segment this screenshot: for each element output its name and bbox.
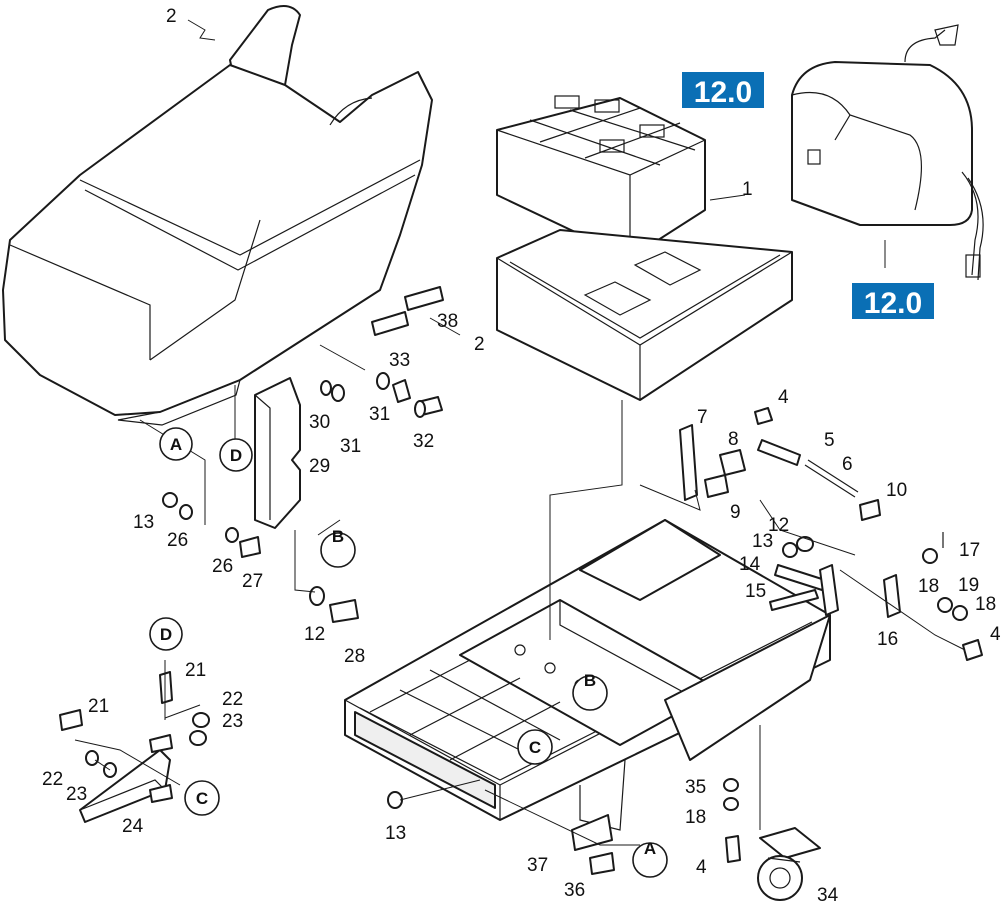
bracket xyxy=(254,377,301,529)
svg-text:A: A xyxy=(644,839,656,858)
callout-16: 16 xyxy=(877,629,898,650)
callout-1: 1 xyxy=(742,179,753,200)
callout-18-c: 18 xyxy=(685,807,706,828)
callout-18-a: 18 xyxy=(918,576,939,597)
callout-30: 30 xyxy=(309,412,330,433)
mounting-hardware xyxy=(679,407,983,661)
callout-19: 19 xyxy=(958,575,979,596)
svg-text:C: C xyxy=(196,789,208,808)
ref-mark-a-lower: A xyxy=(632,839,668,878)
charger xyxy=(791,24,984,281)
callout-17: 17 xyxy=(959,540,980,561)
callout-22-a: 22 xyxy=(222,689,243,710)
callout-23-a: 23 xyxy=(222,711,243,732)
callout-38: 38 xyxy=(437,311,458,332)
section-badge-charger-text: 12.0 xyxy=(864,287,922,320)
callout-4-top: 4 xyxy=(778,387,789,408)
callout-9: 9 xyxy=(730,502,741,523)
ref-mark-d-upper: D xyxy=(219,438,253,472)
callout-7: 7 xyxy=(697,407,708,428)
callout-2-label: 2 xyxy=(474,334,485,355)
reference-marks: A D B D C B C A xyxy=(149,427,668,878)
ref-mark-a-upper: A xyxy=(159,427,193,461)
callout-34: 34 xyxy=(817,885,839,906)
callout-36: 36 xyxy=(564,880,585,901)
callout-6: 6 xyxy=(842,454,853,475)
callout-4-right: 4 xyxy=(990,624,1001,645)
callout-12-left: 12 xyxy=(304,624,325,645)
ref-mark-d-lower: D xyxy=(149,617,183,651)
callout-13-left: 13 xyxy=(133,512,154,533)
ref-mark-b-bracket: B xyxy=(320,527,356,568)
callout-27: 27 xyxy=(242,571,263,592)
section-badge-battery[interactable]: 12.0 xyxy=(682,72,764,109)
callout-13-right: 13 xyxy=(752,531,773,552)
left-bracket xyxy=(79,734,173,823)
label-plates xyxy=(371,286,444,336)
callout-31-a: 31 xyxy=(369,404,390,425)
callout-5: 5 xyxy=(824,430,835,451)
hood-hardware xyxy=(320,372,443,418)
callout-10: 10 xyxy=(886,480,907,501)
section-badge-battery-text: 12.0 xyxy=(694,76,752,109)
callout-15: 15 xyxy=(745,581,766,602)
svg-text:B: B xyxy=(332,527,344,546)
callout-4-bottom: 4 xyxy=(696,857,707,878)
callout-29: 29 xyxy=(309,456,330,477)
callout-28: 28 xyxy=(344,646,365,667)
callout-21-b: 21 xyxy=(88,696,109,717)
callout-32: 32 xyxy=(413,431,434,452)
callout-35: 35 xyxy=(685,777,706,798)
callout-26-a: 26 xyxy=(167,530,188,551)
callout-13-bottom: 13 xyxy=(385,823,406,844)
svg-text:C: C xyxy=(529,738,541,757)
callout-2-top: 2 xyxy=(166,6,177,27)
ref-mark-c-frame: C xyxy=(517,729,553,765)
callout-23-b: 23 xyxy=(66,784,87,805)
svg-text:A: A xyxy=(170,435,182,454)
small-hardware xyxy=(59,492,615,875)
chassis-frame xyxy=(344,519,831,831)
battery-tray xyxy=(496,229,793,401)
callout-33: 33 xyxy=(389,350,410,371)
callout-8: 8 xyxy=(728,429,739,450)
callout-22-b: 22 xyxy=(42,769,63,790)
hood-cover xyxy=(2,5,433,426)
part-callouts: 2 1 38 2 33 30 31 31 32 29 13 26 26 27 1… xyxy=(42,6,1001,906)
svg-text:D: D xyxy=(230,446,242,465)
ref-mark-c-bracket: C xyxy=(184,780,220,816)
callout-18-b: 18 xyxy=(975,594,996,615)
leader-lines xyxy=(74,19,966,846)
callout-37: 37 xyxy=(527,855,548,876)
ref-mark-b-frame: B xyxy=(572,671,608,711)
caster-wheel xyxy=(723,778,821,901)
callout-26-b: 26 xyxy=(212,556,233,577)
callout-12-right: 12 xyxy=(768,515,789,536)
svg-text:D: D xyxy=(160,625,172,644)
callout-31-b: 31 xyxy=(340,436,361,457)
callout-24: 24 xyxy=(122,816,144,837)
svg-text:B: B xyxy=(584,671,596,690)
callout-21-a: 21 xyxy=(185,660,206,681)
section-badge-charger[interactable]: 12.0 xyxy=(852,283,934,320)
battery-pack xyxy=(496,95,706,259)
callout-14: 14 xyxy=(739,554,761,575)
